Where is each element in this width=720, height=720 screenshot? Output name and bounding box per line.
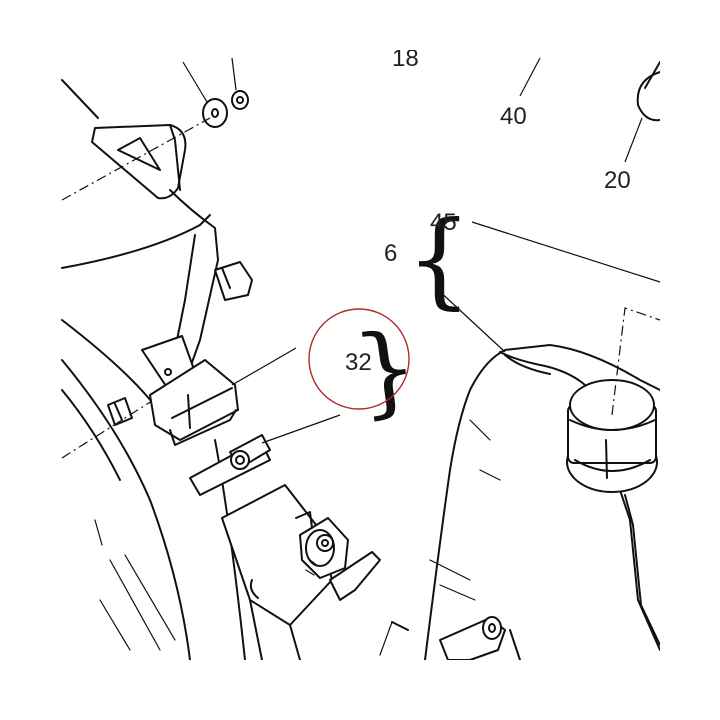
center-line [61,117,211,201]
sensor-unit [295,511,349,579]
spacer-with-bolt [189,434,271,496]
small-clip [214,261,253,301]
nut-clip [107,397,133,426]
callout-32: 32 [345,349,372,376]
leader-line [471,221,661,283]
leader-line [231,57,237,91]
highlight-circle [308,308,410,410]
leader-line [261,414,341,444]
washer [202,98,228,128]
rubber-mount-block [149,359,239,446]
round-part [636,61,661,122]
reservoir-tank [379,344,661,661]
small-bracket [329,551,381,601]
callout-20: 20 [604,167,631,194]
callout-6: 6 [384,240,397,267]
leader-line [435,287,506,353]
callout-40: 40 [500,103,527,130]
mounting-bracket [61,79,187,200]
leader-line [182,61,208,103]
leader-line [624,117,643,163]
center-line [611,307,661,416]
filler-cap [566,379,658,493]
brace: { [406,198,472,320]
hose-fitting [439,616,521,661]
leader-line [231,347,297,386]
nut [231,90,249,110]
callout-45: 45 [430,209,457,236]
leader-line [519,57,541,97]
